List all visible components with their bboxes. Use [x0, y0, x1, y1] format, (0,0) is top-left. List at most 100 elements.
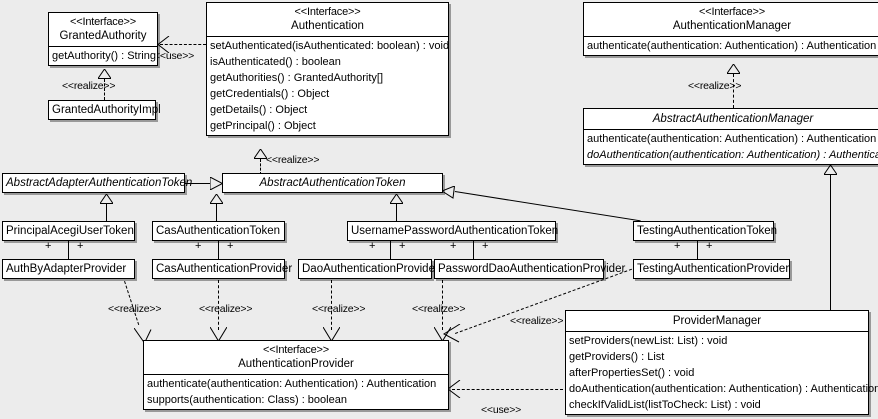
class-username-password-authentication-token[interactable]: UsernamePasswordAuthenticationToken [347, 221, 558, 241]
stereotype-label: <<Interface>> [699, 6, 765, 18]
operation: supports(authentication: Class) : boolea… [147, 394, 347, 406]
stereotype-label: <<Interface>> [70, 16, 136, 28]
realize-label-authentication: <<realize>> [266, 154, 320, 166]
realize-label-testing-authentication-provider: <<realize>> [510, 315, 564, 327]
use-label-authentication: <<use>> [154, 50, 195, 62]
association-line-testing [697, 241, 698, 259]
realization-line-dao-authentication-provider [331, 280, 332, 330]
realization-triangle-authentication [254, 149, 267, 159]
class-header: <<Interface>> Authentication [207, 3, 448, 36]
class-header: <<Interface>> AuthenticationManager [584, 3, 878, 36]
class-name: ProviderManager [672, 315, 762, 327]
operation: isAuthenticated() : boolean [210, 56, 341, 68]
operation: doAuthentication(authentication: Authent… [569, 383, 878, 395]
association-line-password-dao [473, 241, 474, 259]
multiplicity-marker: + [399, 240, 406, 252]
realization-line-granted-authority-impl [104, 79, 105, 100]
operations-compartment: setAuthenticated(isAuthenticated: boolea… [207, 36, 450, 135]
realization-triangle-granted-authority [98, 69, 111, 79]
operation: authenticate(authentication: Authenticat… [587, 40, 877, 52]
multiplicity-marker: + [369, 240, 376, 252]
operation: getProviders() : List [569, 351, 665, 363]
class-abstract-authentication-token[interactable]: AbstractAuthenticationToken [222, 173, 443, 193]
multiplicity-marker: + [195, 240, 202, 252]
operation: authenticate(authentication: Authenticat… [587, 133, 877, 145]
operation: afterPropertiesSet() : void [569, 367, 695, 379]
realization-line-abstract-authentication-token [260, 159, 261, 175]
generalization-triangle-adapter-token [100, 194, 113, 204]
use-arrowhead-provider-manager [447, 379, 461, 403]
class-authentication-manager[interactable]: <<Interface>> AuthenticationManager auth… [583, 2, 878, 56]
class-testing-authentication-token[interactable]: TestingAuthenticationToken [633, 221, 777, 241]
generalization-triangle-abstract-authentication-manager [824, 165, 837, 175]
operations-compartment: getAuthority() : String [49, 46, 157, 65]
generalization-triangle-abstract-authentication-token [209, 176, 224, 191]
multiplicity-marker: + [45, 240, 52, 252]
realization-arrowhead-testing [443, 323, 461, 348]
association-line-principal-acegi [68, 241, 69, 259]
generalization-triangle-username-password-token [390, 194, 403, 204]
operation: setAuthenticated(isAuthenticated: boolea… [210, 40, 450, 52]
generalization-line-cas-authentication-token [216, 203, 217, 221]
use-line-authentication-granted-authority [160, 44, 206, 45]
operations-compartment: authenticate(authentication: Authenticat… [584, 129, 878, 164]
realize-label-authentication-manager: <<realize>> [688, 80, 742, 92]
operations-compartment: setProviders(newList: List) : void getPr… [566, 331, 878, 414]
generalization-line-principal-acegi-user-token [106, 203, 107, 221]
generalization-triangle-cas-token [210, 194, 223, 204]
class-header: AbstractAuthenticationManager [584, 109, 878, 129]
realization-line-cas-authentication-provider [218, 280, 219, 330]
class-cas-authentication-token[interactable]: CasAuthenticationToken [152, 221, 285, 241]
class-header: <<Interface>> GrantedAuthority [49, 13, 157, 46]
class-abstract-authentication-manager[interactable]: AbstractAuthenticationManager authentica… [583, 108, 878, 165]
operation: doAuthentication(authentication: Authent… [587, 149, 878, 161]
stereotype-label: <<Interface>> [263, 344, 329, 356]
multiplicity-marker: + [674, 240, 681, 252]
class-authentication-provider[interactable]: <<Interface>> AuthenticationProvider aut… [143, 340, 449, 410]
class-principal-acegi-user-token[interactable]: PrincipalAcegiUserToken [2, 221, 135, 241]
stereotype-label: <<Interface>> [294, 6, 361, 18]
operations-compartment: authenticate(authentication: Authenticat… [144, 374, 448, 409]
generalization-triangle-testing-token [440, 185, 456, 199]
operation: setProviders(newList: List) : void [569, 335, 728, 347]
operation: authenticate(authentication: Authenticat… [147, 378, 437, 390]
class-dao-authentication-provider[interactable]: DaoAuthenticationProvider [298, 259, 439, 279]
class-auth-by-adapter-provider[interactable]: AuthByAdapterProvider [2, 259, 135, 279]
class-granted-authority-impl[interactable]: GrantedAuthorityImpl [48, 100, 161, 120]
multiplicity-marker: + [450, 240, 457, 252]
association-line-cas [218, 241, 219, 259]
generalization-line-provider-manager [830, 174, 831, 310]
generalization-line-testing-authentication-token [454, 191, 641, 222]
realization-line-abstract-authentication-manager [733, 74, 734, 108]
realize-label-password-dao-authentication-provider: <<realize>> [412, 303, 466, 315]
class-abstract-adapter-authentication-token[interactable]: AbstractAdapterAuthenticationToken [2, 173, 192, 193]
class-name: GrantedAuthority [59, 30, 147, 42]
realize-label-granted-authority: <<realize>> [62, 80, 116, 92]
class-header: <<Interface>> AuthenticationProvider [144, 341, 448, 374]
multiplicity-marker: + [482, 240, 489, 252]
class-granted-authority[interactable]: <<Interface>> GrantedAuthority getAuthor… [48, 12, 158, 66]
realization-line-password-dao-authentication-provider [442, 280, 443, 330]
realize-label-dao-authentication-provider: <<realize>> [312, 303, 366, 315]
class-testing-authentication-provider[interactable]: TestingAuthenticationProvider [633, 259, 790, 279]
realize-label-cas-authentication-provider: <<realize>> [199, 303, 253, 315]
class-name: AbstractAuthenticationManager [652, 113, 814, 125]
class-password-dao-authentication-provider[interactable]: PasswordDaoAuthenticationProvider [434, 259, 625, 279]
class-cas-authentication-provider[interactable]: CasAuthenticationProvider [152, 259, 292, 279]
generalization-line-adapter-token [185, 183, 212, 184]
class-authentication[interactable]: <<Interface>> Authentication setAuthenti… [206, 2, 449, 136]
use-line-provider-manager [452, 389, 563, 390]
class-name: Authentication [291, 20, 364, 32]
class-header: ProviderManager [566, 311, 868, 331]
multiplicity-marker: + [77, 240, 84, 252]
multiplicity-marker: + [706, 240, 713, 252]
class-name: AuthenticationProvider [238, 358, 354, 370]
operation: getAuthority() : String [52, 50, 156, 62]
realize-label-auth-by-adapter-provider: <<realize>> [108, 303, 162, 315]
operation: checkIfValidList(listToCheck: List) : vo… [569, 399, 761, 411]
class-provider-manager[interactable]: ProviderManager setProviders(newList: Li… [565, 310, 878, 415]
association-line-dao [390, 241, 391, 259]
realization-triangle-authentication-manager [727, 64, 740, 74]
use-label-provider-manager: <<use>> [481, 404, 522, 416]
